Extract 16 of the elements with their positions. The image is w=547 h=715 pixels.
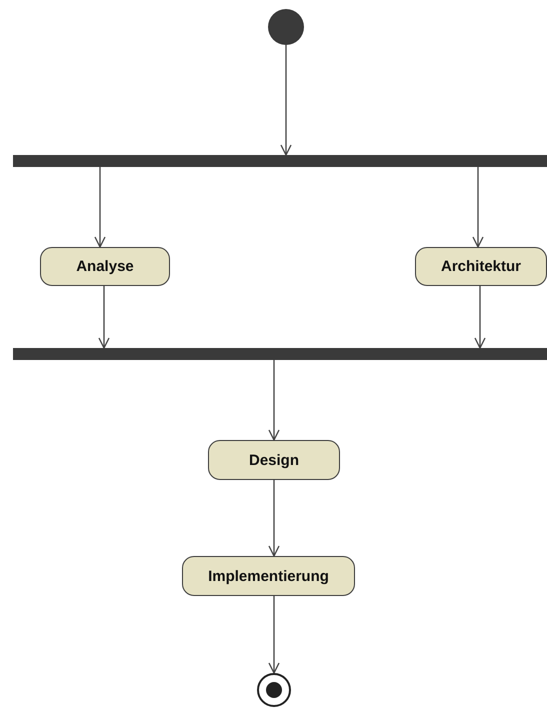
arrow	[98, 286, 110, 349]
sync-bar	[13, 155, 547, 167]
action-box: Design	[208, 440, 340, 480]
arrow	[268, 360, 280, 441]
action-box: Analyse	[40, 247, 170, 286]
action-box: Architektur	[415, 247, 547, 286]
arrow	[94, 167, 106, 248]
arrow	[474, 286, 486, 349]
end-node	[257, 673, 291, 707]
start-node	[268, 9, 304, 45]
arrow	[268, 480, 280, 557]
arrow	[268, 596, 280, 674]
arrow	[280, 45, 292, 156]
sync-bar	[13, 348, 547, 360]
arrow	[472, 167, 484, 248]
action-box: Implementierung	[182, 556, 355, 596]
